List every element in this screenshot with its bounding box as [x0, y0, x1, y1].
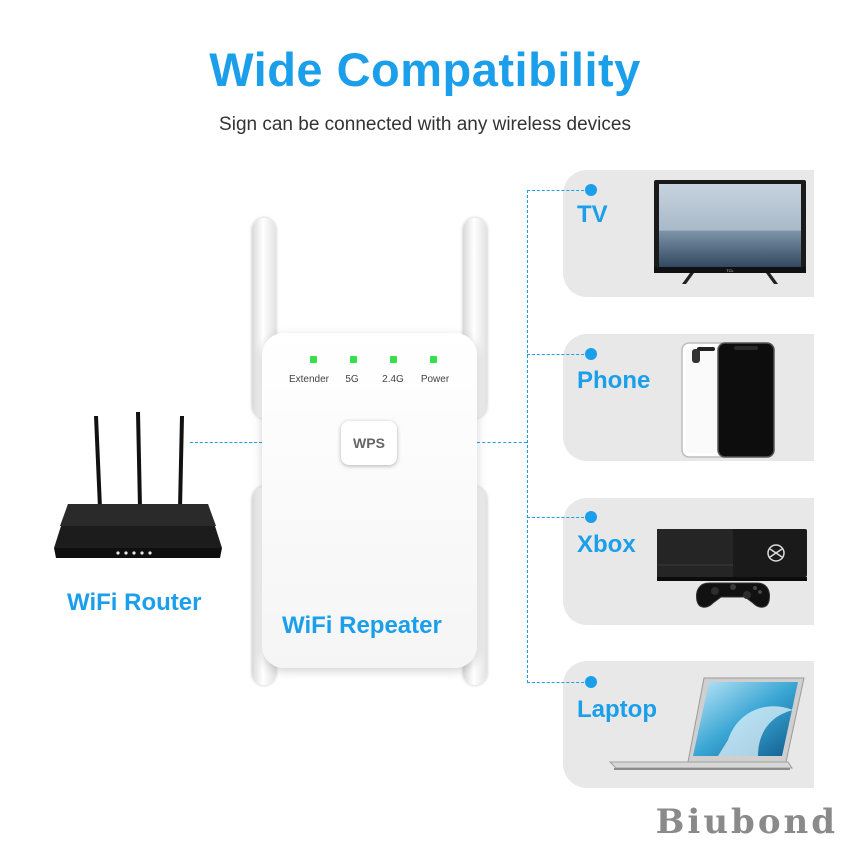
device-label-tv: TV	[577, 201, 608, 228]
led-label-2-4g: 2.4G	[382, 374, 404, 385]
laptop-connector	[527, 682, 589, 683]
led-extender	[310, 356, 317, 363]
repeater-body	[262, 333, 477, 668]
phone-icon	[681, 342, 775, 458]
page-title: Wide Compatibility	[209, 43, 641, 96]
tv-connector-dot	[585, 184, 597, 196]
device-bus-line	[527, 190, 528, 683]
repeater-label: WiFi Repeater	[282, 612, 442, 639]
led-label-extender: Extender	[288, 374, 330, 385]
xbox-connector	[527, 517, 589, 518]
led-power	[430, 356, 437, 363]
page-subtitle: Sign can be connected with any wireless …	[219, 114, 631, 135]
laptop-connector-dot	[585, 676, 597, 688]
laptop-icon	[608, 677, 805, 770]
xbox-connector-dot	[585, 511, 597, 523]
led-5g	[350, 356, 357, 363]
tv-connector	[527, 190, 589, 191]
router-connector	[190, 442, 262, 443]
led-label-5g: 5G	[345, 374, 359, 385]
led-2-4g	[390, 356, 397, 363]
phone-connector-dot	[585, 348, 597, 360]
led-label-power: Power	[420, 374, 450, 385]
tv-brand: TCL	[726, 268, 734, 273]
xbox-icon	[657, 529, 807, 608]
device-label-xbox: Xbox	[577, 531, 636, 558]
router-icon	[54, 412, 222, 558]
repeater-connector	[477, 442, 527, 443]
device-label-phone: Phone	[577, 367, 651, 394]
phone-connector	[527, 354, 589, 355]
wps-button[interactable]: WPS	[341, 421, 397, 465]
device-label-laptop: Laptop	[577, 696, 657, 723]
tv-icon: TCL	[654, 180, 806, 284]
router-label: WiFi Router	[67, 589, 202, 616]
watermark: Biubond	[655, 802, 838, 842]
